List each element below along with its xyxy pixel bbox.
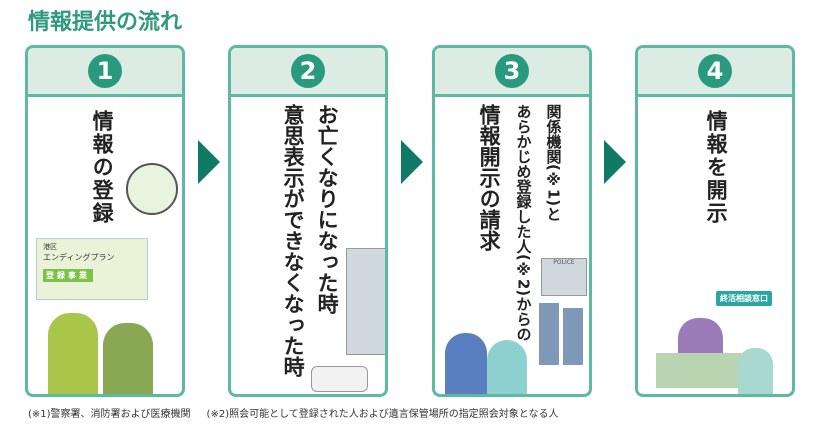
police-officer-icon [539,303,559,365]
step-text: 関係機関(※1)と [544,104,563,222]
person-illustration [487,340,527,394]
visitor-illustration [738,348,773,394]
step-text: 意思表示ができなくなった時 [281,104,306,377]
step-card-1: 1 情報の登録 港区 エンディングプラン 登録事業 [25,45,185,397]
ambulance-icon [311,366,368,392]
arrow-icon [401,140,423,184]
step-text: 情報の登録 [90,110,115,225]
card-ward: 港区 [43,243,57,251]
footnote-2: (※2)照会可能として登録された人および遺言保管場所の指定照会対象となる人 [206,409,559,420]
step-text: あらかじめ登録した人(※2)からの [514,104,533,342]
step-card-4: 4 情報を開示 終活相談窓口 [635,45,795,397]
card-plan: エンディングプラン [43,253,115,262]
arrow-icon [198,140,220,184]
step-card-3: 3 関係機関(※1)と あらかじめ登録した人(※2)からの 情報開示の請求 PO… [432,45,592,397]
step-number: 3 [495,54,529,88]
step-number: 4 [698,54,732,88]
footnote-1: (※1)警察署、消防署および医療機関 [28,409,191,420]
arrow-icon [604,140,626,184]
consultation-sign: 終活相談窓口 [716,291,772,306]
footnotes: (※1)警察署、消防署および医療機関 (※2)照会可能として登録された人および遺… [28,405,559,420]
step-number: 1 [88,54,122,88]
person-illustration [445,333,487,394]
page-title: 情報提供の流れ [28,10,183,35]
registration-card: 港区 エンディングプラン 登録事業 [36,238,148,300]
person-illustration [103,323,153,394]
police-officer-icon [563,308,583,365]
card-reg: 登録事業 [43,269,93,282]
hospital-icon [346,248,385,355]
step-text: お亡くなりになった時 [315,104,340,314]
step-text: 情報を開示 [704,110,729,225]
step-text: 情報開示の請求 [477,104,502,251]
police-station-icon: POLICE [541,258,587,296]
person-illustration [48,313,98,394]
step-card-2: 2 お亡くなりになった時 意思表示ができなくなった時 [228,45,388,397]
mascot-seal-icon [126,163,178,215]
step-number: 2 [291,54,325,88]
